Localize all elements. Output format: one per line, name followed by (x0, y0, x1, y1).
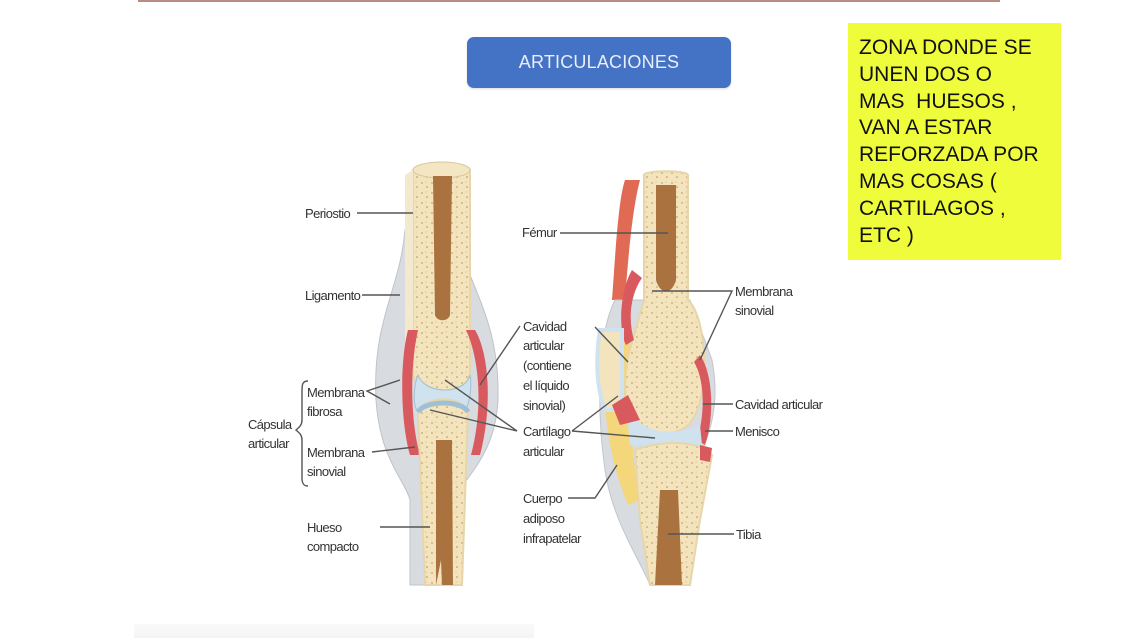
label-hueso-compacto: compacto (307, 539, 359, 554)
label-hueso-compacto: Hueso (307, 520, 342, 535)
bottom-shadow (134, 624, 534, 638)
top-rule (138, 0, 1000, 2)
note-line: MAS HUESOS , (859, 89, 1017, 113)
note-line: CARTILAGOS , (859, 196, 1006, 220)
label-cartilago-articular: articular (523, 444, 565, 459)
slide-title: ARTICULACIONES (518, 52, 680, 72)
label-membrana-fibrosa: fibrosa (307, 404, 343, 419)
label-membrana-sinovial-right: sinovial (735, 303, 774, 318)
label-cartilago-articular: Cartílago (523, 424, 571, 439)
label-cavidad-articular: (contiene (523, 358, 571, 373)
slide-title-banner: ARTICULACIONES (467, 37, 731, 88)
label-cavidad-articular: sinovial) (523, 398, 566, 413)
note-line: REFORZADA POR (859, 143, 1039, 167)
label-cavidad-articular: articular (523, 338, 565, 353)
note-line: ZONA DONDE SE (859, 36, 1032, 59)
label-cavidad-articular: Cavidad (523, 319, 567, 334)
label-cuerpo-adiposo: adiposo (523, 511, 565, 526)
note-line: UNEN DOS O (859, 62, 993, 86)
definition-note: ZONA DONDE SE UNEN DOS O MAS HUESOS , VA… (848, 23, 1061, 260)
label-periostio: Periostio (305, 206, 351, 221)
note-line: MAS COSAS ( (859, 169, 997, 193)
label-tibia: Tibia (736, 527, 762, 542)
leader-lines (295, 212, 734, 535)
label-cuerpo-adiposo: Cuerpo (523, 491, 562, 506)
label-cavidad-articular: el líquido (523, 378, 569, 393)
label-cavidad-articular-right: Cavidad articular (735, 397, 824, 412)
label-capsula-articular: Cápsula (248, 417, 293, 432)
label-membrana-sinovial-right: Membrana (735, 284, 794, 299)
note-line: ETC ) (859, 223, 914, 247)
label-membrana-fibrosa: Membrana (307, 385, 366, 400)
label-cuerpo-adiposo: infrapatelar (523, 531, 582, 546)
label-menisco: Menisco (735, 424, 780, 439)
label-membrana-sinovial: Membrana (307, 445, 366, 460)
label-femur: Fémur (522, 225, 558, 240)
label-membrana-sinovial: sinovial (307, 464, 346, 479)
note-line: VAN A ESTAR (859, 116, 993, 140)
label-capsula-articular: articular (248, 436, 290, 451)
label-ligamento: Ligamento (305, 288, 361, 303)
synovial-joint-illustration (375, 161, 499, 586)
knee-joint-illustration (595, 170, 716, 586)
